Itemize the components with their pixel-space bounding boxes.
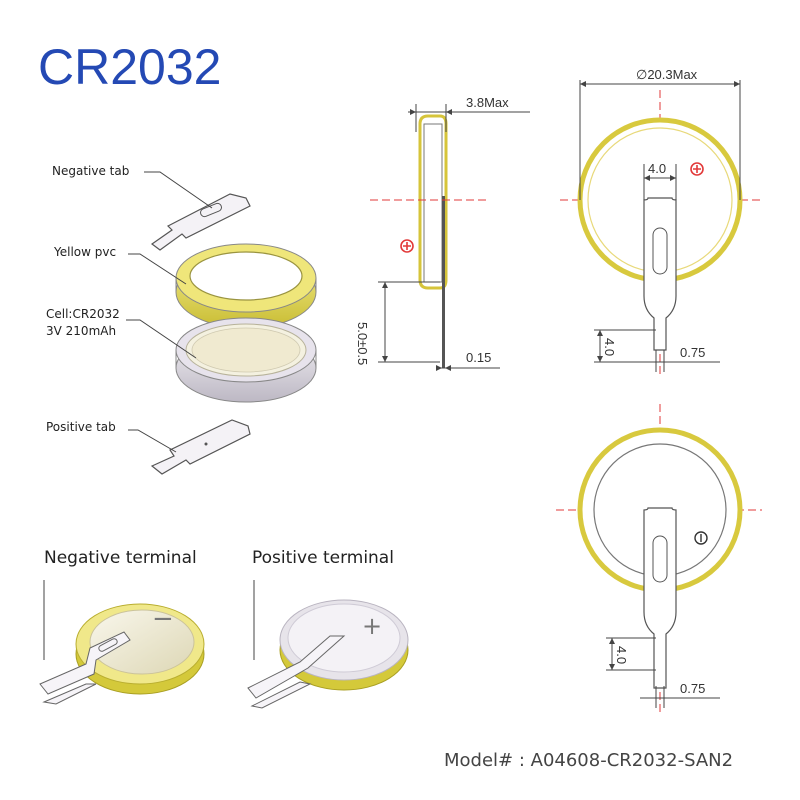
pin-width-front-dimension: 0.75 bbox=[680, 345, 706, 360]
page-title: CR2032 bbox=[38, 39, 222, 95]
model-number: Model# : A04608-CR2032-SAN2 bbox=[444, 750, 734, 771]
negative-tab-label: Negative tab bbox=[52, 164, 130, 178]
pin-width-back-dimension: 0.75 bbox=[680, 681, 706, 696]
thickness-dimension: 3.8Max bbox=[466, 95, 509, 110]
tab-width-dimension: 4.0 bbox=[648, 161, 667, 176]
cell-capacity-label: 3V 210mAh bbox=[46, 324, 117, 338]
front-view-drawing bbox=[560, 80, 760, 376]
tab-length-back-dimension: 4.0 bbox=[614, 646, 629, 665]
tab-length-front-dimension: 4.0 bbox=[602, 338, 617, 357]
back-view-drawing bbox=[556, 404, 762, 712]
minus-polarity-icon bbox=[694, 531, 708, 545]
tab-height-dimension: 5.0±0.5 bbox=[355, 322, 370, 366]
plus-sign: + bbox=[362, 612, 383, 640]
cell-label: Cell:CR2032 bbox=[46, 307, 120, 321]
positive-tab-label: Positive tab bbox=[46, 420, 116, 434]
negative-terminal-drawing bbox=[39, 603, 205, 705]
leader-lines bbox=[43, 171, 255, 660]
yellow-pvc-label: Yellow pvc bbox=[54, 245, 117, 259]
cell-drawing bbox=[175, 317, 317, 403]
positive-terminal-label: Positive terminal bbox=[252, 548, 394, 568]
negative-tab-drawing bbox=[150, 193, 251, 251]
yellow-pvc-ring-drawing bbox=[175, 243, 317, 329]
plus-polarity-icon bbox=[690, 162, 704, 176]
minus-sign: − bbox=[152, 604, 174, 634]
plus-polarity-icon bbox=[400, 239, 414, 253]
tab-thickness-dimension: 0.15 bbox=[466, 350, 492, 365]
side-view-drawing bbox=[370, 104, 530, 371]
negative-terminal-label: Negative terminal bbox=[44, 548, 197, 568]
positive-terminal-drawing bbox=[247, 599, 409, 709]
diameter-dimension: ∅20.3Max bbox=[636, 67, 698, 82]
positive-tab-drawing bbox=[150, 419, 251, 475]
